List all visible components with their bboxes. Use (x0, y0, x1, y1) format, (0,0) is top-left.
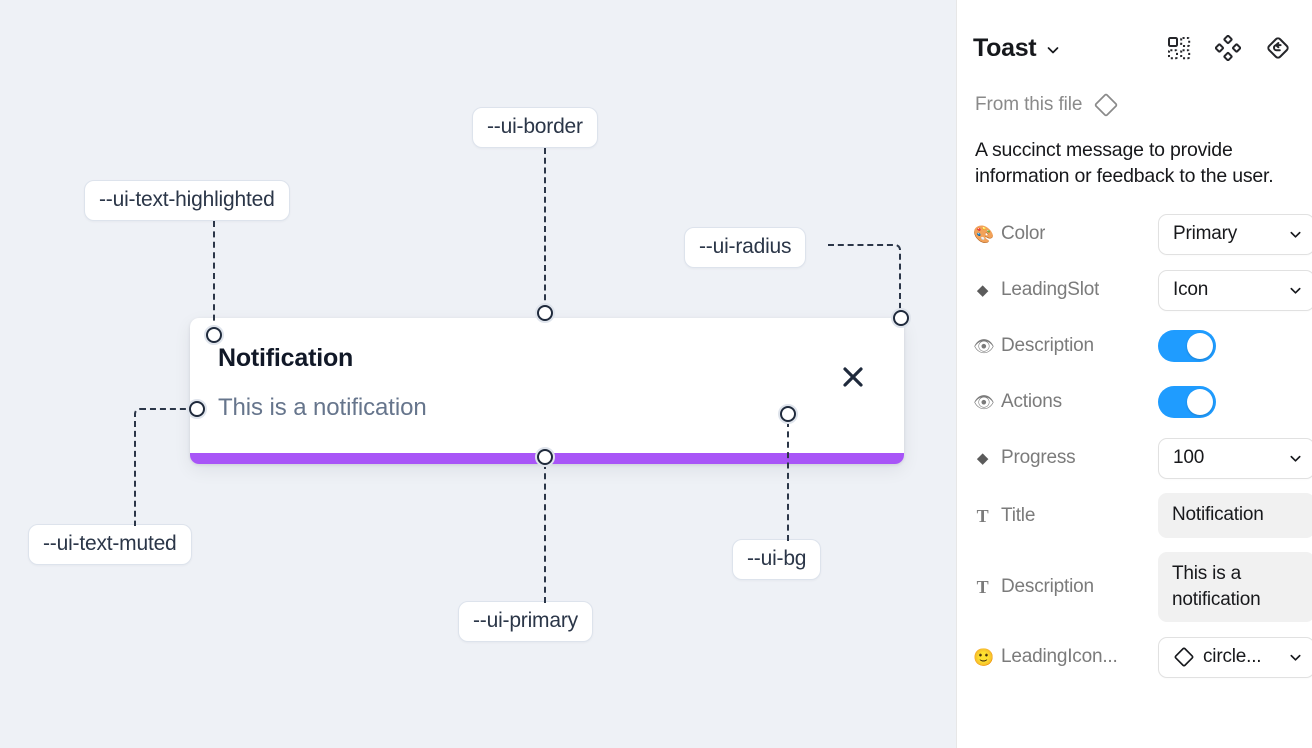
property-row-leading-icon: 🙂 LeadingIcon... circle... (973, 636, 1312, 678)
annotation-pill-ui-border[interactable]: --ui-border (472, 107, 598, 148)
panel-title: Toast (973, 33, 1037, 62)
color-select[interactable]: Primary (1158, 213, 1312, 255)
connector-line-ui-bg (787, 421, 789, 541)
connector-handle-ui-bg[interactable] (778, 404, 798, 424)
from-this-file-row[interactable]: From this file (973, 92, 1296, 118)
description-toggle[interactable] (1158, 330, 1216, 363)
eye-icon: 👁 (973, 336, 995, 356)
text-icon: T (976, 505, 989, 526)
eye-icon: 👁 (973, 392, 995, 412)
palette-icon: 🎨 (973, 224, 994, 244)
toggle-knob (1187, 333, 1213, 360)
property-row-progress: ◆ Progress 100 (973, 437, 1312, 479)
property-label-progress: ◆ Progress (973, 447, 1158, 469)
connector-line-ui-text-muted (134, 408, 199, 526)
variants-icon[interactable] (1166, 35, 1192, 61)
property-label-color: 🎨 Color (973, 223, 1046, 245)
property-row-actions: 👁 Actions (973, 381, 1296, 423)
property-label-actions: 👁 Actions (973, 391, 1062, 413)
property-label-leading-icon: 🙂 LeadingIcon... (973, 646, 1118, 668)
smiley-icon: 🙂 (973, 647, 994, 667)
annotation-pill-ui-radius[interactable]: --ui-radius (684, 227, 807, 268)
leading-icon-select-value: circle... (1203, 646, 1262, 668)
diamond-icon: ◆ (976, 281, 989, 299)
leading-slot-select[interactable]: Icon (1158, 269, 1312, 311)
connector-line-ui-border (544, 148, 546, 310)
chevron-down-icon (1288, 451, 1303, 466)
property-row-description: 👁 Description (973, 325, 1296, 367)
progress-select[interactable]: 100 (1158, 437, 1312, 479)
diamond-icon (1173, 646, 1195, 668)
close-icon[interactable] (838, 362, 868, 392)
panel-header: Toast (973, 0, 1296, 70)
description-input[interactable]: This is a notification (1158, 551, 1312, 623)
diamond-icon: ◆ (976, 449, 989, 467)
toast-title: Notification (218, 344, 354, 372)
from-this-file-label: From this file (975, 94, 1083, 115)
property-label-title: T Title (973, 505, 1158, 527)
property-row-title: T Title Notification (973, 493, 1312, 538)
connector-line-ui-primary (544, 463, 546, 603)
property-label-description-text: T Description (973, 576, 1158, 598)
chevron-down-icon (1288, 227, 1303, 242)
title-input[interactable]: Notification (1158, 493, 1312, 538)
property-row-color: 🎨 Color Primary (973, 213, 1312, 255)
connector-handle-ui-radius[interactable] (891, 308, 911, 328)
progress-select-value: 100 (1173, 447, 1205, 469)
toggle-knob (1187, 389, 1213, 416)
annotation-pill-ui-text-muted[interactable]: --ui-text-muted (28, 524, 192, 565)
connector-handle-ui-text-highlighted[interactable] (204, 325, 224, 345)
toast-preview[interactable]: Notification This is a notification (190, 318, 904, 464)
connector-handle-ui-border[interactable] (535, 303, 555, 323)
properties-panel: Toast (956, 0, 1312, 748)
chevron-down-icon (1288, 650, 1303, 665)
diamond-icon (1093, 92, 1119, 118)
annotation-pill-ui-text-highlighted[interactable]: --ui-text-highlighted (84, 180, 290, 221)
connector-handle-ui-primary[interactable] (535, 447, 555, 467)
color-select-value: Primary (1173, 223, 1238, 245)
chevron-down-icon (1288, 283, 1303, 298)
chevron-down-icon[interactable] (1045, 42, 1061, 58)
design-canvas[interactable]: Notification This is a notification --ui… (0, 0, 956, 748)
leading-icon-select[interactable]: circle... (1158, 636, 1312, 678)
actions-toggle[interactable] (1158, 386, 1216, 419)
connector-handle-ui-text-muted[interactable] (187, 399, 207, 419)
property-label-description: 👁 Description (973, 335, 1094, 357)
text-icon: T (976, 576, 989, 597)
toast-description: This is a notification (218, 394, 427, 421)
reset-instance-icon[interactable] (1264, 34, 1292, 62)
property-row-leading-slot: ◆ LeadingSlot Icon (973, 269, 1312, 311)
leading-slot-select-value: Icon (1173, 279, 1209, 301)
property-label-leading-slot: ◆ LeadingSlot (973, 279, 1158, 301)
annotation-pill-ui-primary[interactable]: --ui-primary (458, 601, 593, 642)
connector-line-ui-text-highlighted (213, 221, 215, 331)
connector-line-ui-radius (828, 244, 901, 312)
annotation-pill-ui-bg[interactable]: --ui-bg (732, 539, 822, 580)
panel-header-icons (1166, 34, 1296, 62)
component-icon[interactable] (1215, 35, 1241, 61)
property-list: 🎨 Color Primary ◆ LeadingSlot (973, 213, 1312, 678)
component-description: A succinct message to provide informatio… (975, 139, 1274, 187)
property-row-description-text: T Description This is a notification (973, 551, 1312, 623)
